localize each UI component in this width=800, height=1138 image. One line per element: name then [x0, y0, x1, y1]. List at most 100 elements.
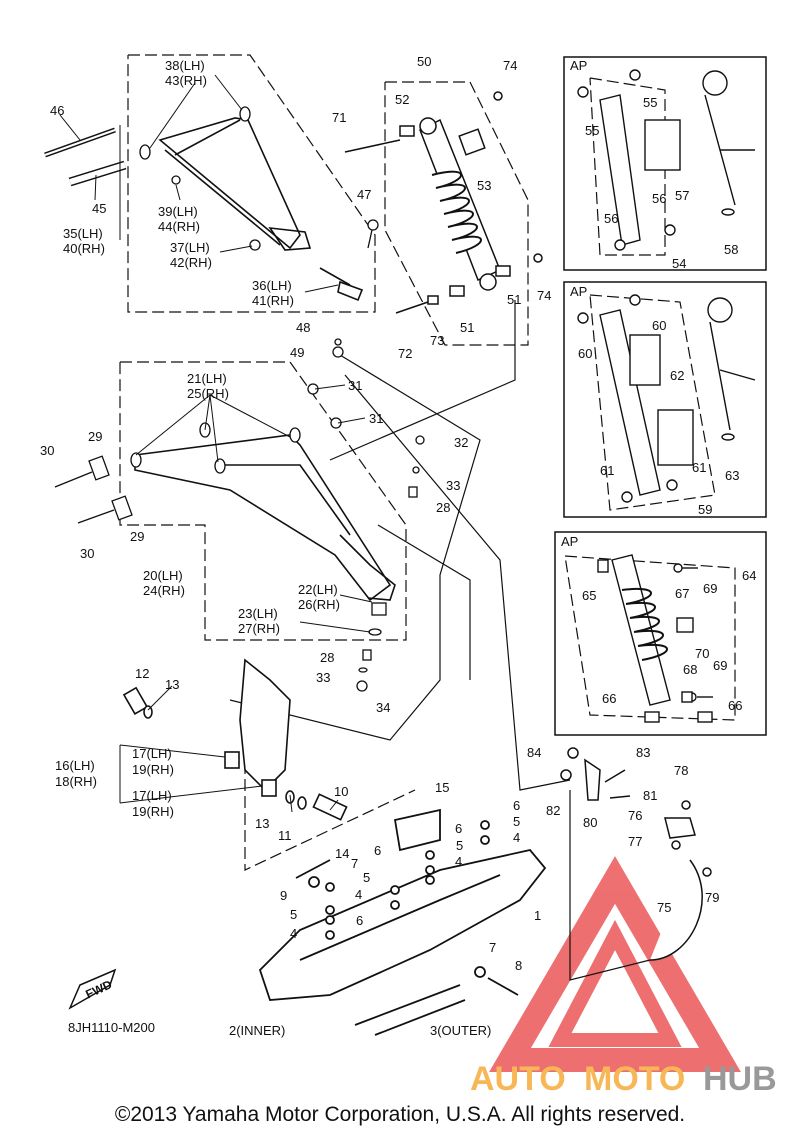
label-66b: 66 [728, 698, 742, 713]
label-80: 80 [583, 815, 597, 830]
label-63: 63 [725, 468, 739, 483]
label-84: 84 [527, 745, 541, 760]
label-4b: 4 [455, 854, 462, 869]
label-13a: 13 [165, 677, 179, 692]
label-30b: 30 [80, 546, 94, 561]
watermark-logo: AUTO MOTO HUB [470, 856, 777, 1098]
ap-shock-2 [577, 294, 756, 503]
label-81: 81 [643, 788, 657, 803]
label-2: 2(INNER) [229, 1023, 285, 1038]
label-66a: 66 [602, 691, 616, 706]
label-61b: 61 [692, 460, 706, 475]
label-29a: 29 [88, 429, 102, 444]
label-46: 46 [50, 103, 64, 118]
label-74b: 74 [537, 288, 551, 303]
linkage-parts [560, 747, 712, 961]
label-52: 52 [395, 92, 409, 107]
label-70: 70 [695, 646, 709, 661]
label-15: 15 [435, 780, 449, 795]
label-5c: 5 [363, 870, 370, 885]
part-labels: 1 2(INNER) 3(OUTER) 4 4 4 4 5 5 5 5 6 6 … [40, 54, 756, 1038]
label-41: 41(RH) [252, 293, 294, 308]
diagram-code: 8JH1110-M200 [68, 1020, 155, 1035]
label-38: 38(LH) [165, 58, 205, 73]
ap-label-3: AP [561, 534, 578, 549]
leader-lines [59, 74, 373, 813]
label-7a: 7 [351, 856, 358, 871]
label-59: 59 [698, 502, 712, 517]
label-6c: 6 [374, 843, 381, 858]
label-6b: 6 [455, 821, 462, 836]
label-25: 25(RH) [187, 386, 229, 401]
watermark-auto: AUTO [470, 1060, 566, 1098]
shock-ap1-box [589, 77, 666, 256]
label-6a: 6 [513, 798, 520, 813]
ap-shock-1 [577, 69, 755, 251]
label-24: 24(RH) [143, 583, 185, 598]
label-5d: 5 [290, 907, 297, 922]
label-60b: 60 [652, 318, 666, 333]
label-21: 21(LH) [187, 371, 227, 386]
label-67: 67 [675, 586, 689, 601]
upper-a-arm [158, 117, 364, 302]
label-33a: 33 [446, 478, 460, 493]
label-56a: 56 [604, 211, 618, 226]
label-68: 68 [683, 662, 697, 677]
label-79: 79 [705, 890, 719, 905]
label-27: 27(RH) [238, 621, 280, 636]
label-31b: 31 [369, 411, 383, 426]
label-6d: 6 [356, 913, 363, 928]
label-4d: 4 [290, 926, 297, 941]
label-10: 10 [334, 784, 348, 799]
ap-frame-3 [554, 531, 767, 736]
watermark-moto: MOTO [584, 1060, 685, 1098]
label-33b: 33 [316, 670, 330, 685]
label-47: 47 [357, 187, 371, 202]
label-37: 37(LH) [170, 240, 210, 255]
ski [258, 808, 547, 1036]
label-1: 1 [534, 908, 541, 923]
watermark-hub: HUB [703, 1060, 777, 1098]
label-73: 73 [430, 333, 444, 348]
label-60a: 60 [578, 346, 592, 361]
label-77: 77 [628, 834, 642, 849]
label-69a: 69 [703, 581, 717, 596]
label-19b: 19(RH) [132, 804, 174, 819]
upper-arm-small-parts [139, 106, 379, 358]
label-53: 53 [477, 178, 491, 193]
label-61a: 61 [600, 463, 614, 478]
label-4a: 4 [513, 830, 520, 845]
label-55b: 55 [643, 95, 657, 110]
label-39: 39(LH) [158, 204, 198, 219]
label-50: 50 [417, 54, 431, 69]
label-57: 57 [675, 188, 689, 203]
shock-group-box [384, 81, 529, 346]
label-51a: 51 [507, 292, 521, 307]
label-49: 49 [290, 345, 304, 360]
ap-frames [554, 56, 767, 736]
label-31a: 31 [348, 378, 362, 393]
label-17b: 17(LH) [132, 788, 172, 803]
label-36: 36(LH) [252, 278, 292, 293]
copyright-notice: ©2013 Yamaha Motor Corporation, U.S.A. A… [114, 1103, 686, 1126]
label-42: 42(RH) [170, 255, 212, 270]
label-69b: 69 [713, 658, 727, 673]
label-19a: 19(RH) [132, 762, 174, 777]
label-65: 65 [582, 588, 596, 603]
label-5a: 5 [513, 814, 520, 829]
label-9: 9 [280, 888, 287, 903]
label-22: 22(LH) [298, 582, 338, 597]
label-48: 48 [296, 320, 310, 335]
label-76: 76 [628, 808, 642, 823]
fwd-arrow: FWD [68, 968, 117, 1010]
label-28a: 28 [436, 500, 450, 515]
label-28b: 28 [320, 650, 334, 665]
label-16: 16(LH) [55, 758, 95, 773]
ap-label-1: AP [570, 58, 587, 73]
shafts [44, 127, 127, 187]
upper-arm-group-box [127, 54, 376, 313]
label-4c: 4 [355, 887, 362, 902]
label-26: 26(RH) [298, 597, 340, 612]
label-11: 11 [278, 828, 292, 843]
